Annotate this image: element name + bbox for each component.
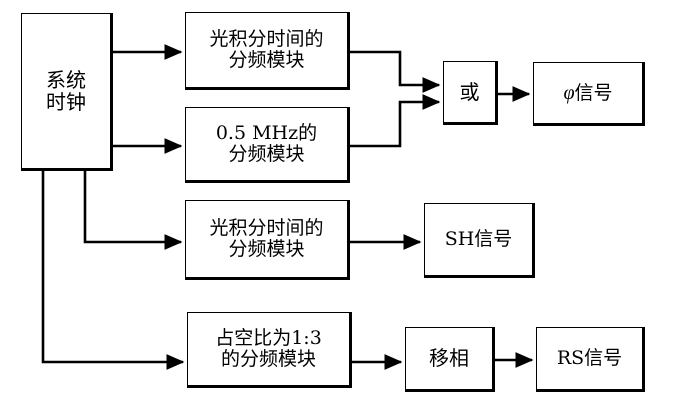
node-system-clock-line1: 系统 [46, 67, 86, 92]
node-divider-duty-1-3-line1: 占空比为1:3 [215, 326, 322, 349]
node-or-gate-label: 或 [459, 79, 480, 104]
wire-clock-to-divider-mid [83, 171, 183, 251]
node-system-clock-line2: 时钟 [46, 90, 86, 114]
node-divider-duty-1-3[interactable]: 占空比为1:3 的分频模块 [187, 312, 352, 388]
node-divider-integration-mid[interactable]: 光积分时间的 分频模块 [185, 200, 350, 280]
node-sh-signal-label: SH信号 [444, 227, 513, 250]
node-phi-signal-label: 信号 [574, 81, 613, 104]
node-phi-signal-row: φ信号 [563, 82, 612, 104]
node-divider-integration-top-line1: 光积分时间的 [209, 27, 324, 50]
node-or-gate[interactable]: 或 [443, 61, 498, 125]
node-divider-integration-top-line2: 分频模块 [228, 49, 305, 71]
node-divider-duty-1-3-line2: 的分频模块 [220, 348, 316, 370]
wire-divider-halfmhz-to-or [350, 93, 441, 148]
node-rs-signal[interactable]: RS信号 [536, 327, 645, 392]
node-divider-half-mhz[interactable]: 0.5 MHz的 分频模块 [185, 107, 350, 183]
node-divider-half-mhz-line2: 分频模块 [228, 143, 305, 165]
node-phase-shift[interactable]: 移相 [405, 327, 495, 392]
node-divider-integration-mid-line2: 分频模块 [228, 238, 305, 260]
node-sh-signal[interactable]: SH信号 [424, 203, 535, 278]
node-divider-integration-mid-line1: 光积分时间的 [209, 216, 324, 239]
wire-divider-top-to-or [350, 50, 441, 94]
phi-symbol: φ [563, 81, 575, 104]
node-divider-half-mhz-line1: 0.5 MHz的 [215, 121, 318, 144]
node-system-clock[interactable]: 系统 时钟 [21, 13, 113, 171]
node-divider-integration-top[interactable]: 光积分时间的 分频模块 [185, 12, 350, 90]
node-phi-signal[interactable]: φ信号 [533, 62, 645, 126]
node-rs-signal-label: RS信号 [556, 346, 623, 369]
wire-clock-to-divider-duty [41, 171, 185, 371]
node-phase-shift-label: 移相 [429, 346, 469, 371]
